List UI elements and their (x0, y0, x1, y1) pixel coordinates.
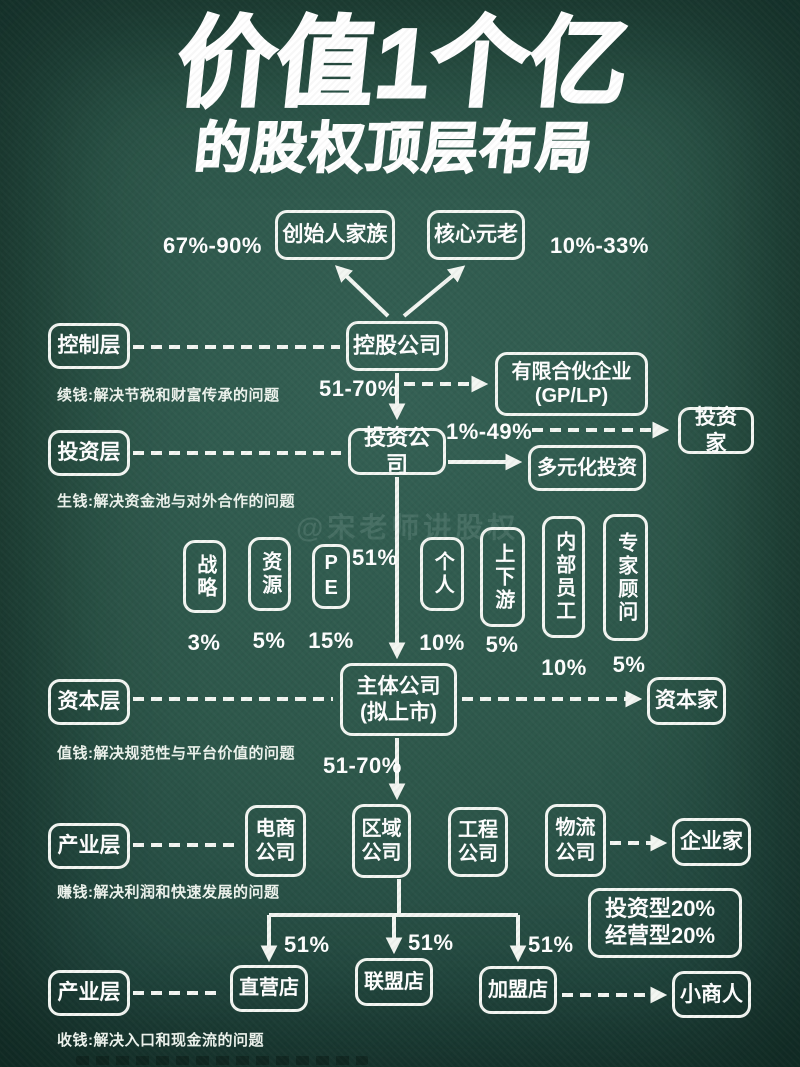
node-shareholder-strategy: 战略 (183, 540, 226, 613)
node-logistics-company: 物流公司 (545, 804, 606, 877)
pct-advisors: 5% (612, 652, 646, 677)
node-control-layer: 控制层 (48, 323, 130, 369)
lp-line1: 有限合伙企业 (511, 360, 632, 383)
node-entrepreneur: 企业家 (672, 818, 751, 866)
node-capitalist: 资本家 (647, 677, 726, 725)
node-type-percentages: 投资型20% 经营型20% (588, 888, 742, 958)
node-main-company: 主体公司 (拟上市) (340, 663, 457, 736)
node-small-merchant: 小商人 (672, 971, 751, 1018)
main-company-line1: 主体公司 (356, 674, 441, 698)
holding-down-percentage: 51-70% (319, 376, 398, 401)
lp-percentage: 1%-49% (446, 419, 533, 444)
note-invest-layer: 生钱:解决资金池与对外合作的问题 (57, 493, 295, 510)
tree-regional-to-stores (269, 879, 518, 917)
veterans-percentage: 10%-33% (550, 233, 649, 258)
node-shareholder-advisors: 专家顾问 (603, 514, 648, 641)
founder-percentage: 67%-90% (163, 233, 262, 258)
note-control-layer: 续钱:解决节税和财富传承的问题 (57, 387, 280, 404)
invest-down-percentage: 51% (352, 545, 398, 570)
note-industry-layer: 赚钱:解决利润和快速发展的问题 (57, 884, 280, 901)
type-line1: 投资型20% (605, 896, 716, 922)
node-regional-company: 区域公司 (352, 804, 411, 878)
pct-franchise-store: 51% (528, 932, 574, 957)
node-core-veterans: 核心元老 (427, 210, 525, 260)
node-founder-family: 创始人家族 (275, 210, 395, 260)
pct-employees: 10% (541, 655, 587, 680)
node-shareholder-individual: 个人 (420, 537, 464, 611)
node-diversified-investment: 多元化投资 (528, 445, 646, 491)
title-line1: 价值1个亿 (170, 7, 636, 120)
arrow-holding-to-veterans (402, 265, 466, 318)
main-company-line2: (拟上市) (360, 700, 437, 724)
node-shareholder-employees: 内部员工 (542, 516, 585, 638)
note-store-layer: 收钱:解决入口和现金流的问题 (57, 1032, 264, 1049)
pct-strategy: 3% (187, 630, 221, 655)
node-engineering-company: 工程公司 (448, 807, 508, 877)
poster-title: 价值1个亿 的股权顶层布局 (0, 7, 800, 181)
node-invest-layer: 投资层 (48, 430, 130, 476)
pct-pe: 15% (308, 628, 354, 653)
title-line2: 的股权顶层布局 (191, 116, 599, 180)
pct-direct-store: 51% (284, 932, 330, 957)
type-line2: 经营型20% (605, 923, 716, 948)
node-store-industry-layer: 产业层 (48, 970, 130, 1016)
node-shareholder-resource: 资源 (248, 537, 291, 611)
node-franchise-store: 加盟店 (479, 966, 557, 1014)
node-shareholder-pe: PE (312, 544, 350, 609)
node-investor: 投资家 (678, 406, 754, 455)
pct-alliance-store: 51% (408, 930, 454, 955)
note-capital-layer: 值钱:解决规范性与平台价值的问题 (57, 745, 295, 762)
node-holding-company: 控股公司 (346, 321, 448, 371)
pct-resource: 5% (252, 628, 286, 653)
node-invest-company: 投资公司 (348, 425, 446, 477)
pct-supply-chain: 5% (485, 632, 519, 657)
lp-line2: (GP/LP) (534, 385, 609, 407)
cutoff-text-strip (76, 1056, 368, 1065)
watermark-text: @宋老师讲股权 (296, 512, 520, 543)
pct-individual: 10% (419, 630, 465, 655)
node-ecommerce-company: 电商公司 (245, 805, 306, 877)
node-limited-partnership: 有限合伙企业 (GP/LP) (495, 352, 648, 416)
node-direct-store: 直营店 (230, 965, 308, 1012)
arrow-holding-to-founder (334, 265, 390, 318)
node-capital-layer: 资本层 (48, 679, 130, 725)
node-alliance-store: 联盟店 (355, 958, 433, 1006)
node-shareholder-supply-chain: 上下游 (480, 527, 525, 627)
node-industry-layer: 产业层 (48, 823, 130, 869)
mainco-down-percentage: 51-70% (323, 753, 402, 778)
